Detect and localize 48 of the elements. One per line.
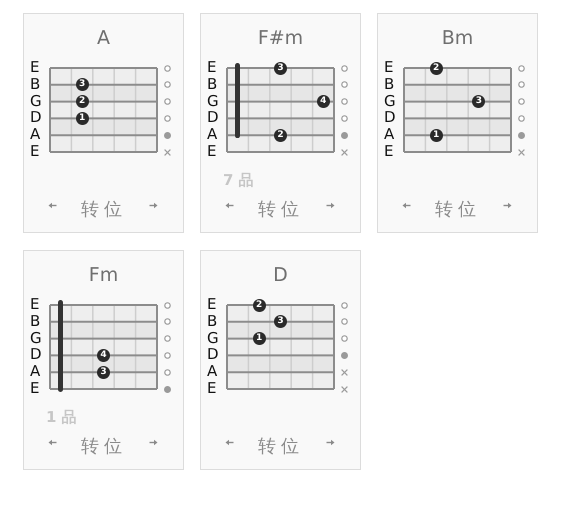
chord-card — [377, 13, 538, 233]
string-label: G — [207, 330, 219, 346]
string-label: E — [207, 381, 216, 396]
string-label: B — [207, 314, 218, 329]
inversion-label: 转位 — [81, 437, 127, 457]
string-label: B — [384, 76, 394, 92]
string-label: G — [30, 330, 42, 346]
chord-name: F#m — [258, 27, 304, 49]
string-label: A — [207, 364, 218, 380]
chord-card — [200, 250, 361, 470]
string-label: G — [30, 94, 42, 109]
string-label: A — [30, 364, 40, 380]
string-label: D — [30, 110, 42, 126]
string-label: E — [384, 144, 394, 159]
string-label: D — [30, 347, 42, 362]
string-label: E — [30, 297, 40, 312]
inversion-label: 转位 — [258, 437, 304, 457]
string-label: B — [30, 76, 40, 92]
string-label: E — [30, 60, 40, 75]
string-label: E — [207, 297, 216, 312]
string-label: B — [207, 76, 218, 92]
string-label: D — [384, 110, 396, 126]
string-label: A — [30, 127, 40, 142]
chord-name: Fm — [88, 264, 118, 286]
string-label: D — [207, 110, 219, 126]
string-label: E — [30, 381, 40, 396]
finger-dot: 3 — [274, 62, 287, 74]
inversion-label: 转位 — [81, 200, 127, 220]
chord-card — [23, 250, 184, 470]
string-label: E — [207, 60, 216, 75]
string-label: G — [384, 94, 396, 109]
chord-card — [23, 13, 184, 233]
string-label: G — [207, 94, 219, 109]
finger-dot: 2 — [430, 62, 443, 74]
string-label: B — [30, 314, 40, 329]
chord-name: Bm — [442, 27, 474, 49]
chord-name: A — [97, 27, 110, 49]
string-label: D — [207, 347, 219, 362]
inversion-label: 转位 — [258, 200, 304, 220]
chord-card — [200, 13, 361, 233]
chord-name: D — [273, 264, 288, 286]
string-label: A — [384, 127, 394, 142]
string-label: A — [207, 127, 218, 142]
string-label: E — [384, 60, 394, 75]
inversion-label: 转位 — [435, 200, 481, 220]
finger-dot: 2 — [252, 298, 266, 312]
string-label: E — [207, 144, 216, 159]
string-label: E — [30, 144, 40, 159]
